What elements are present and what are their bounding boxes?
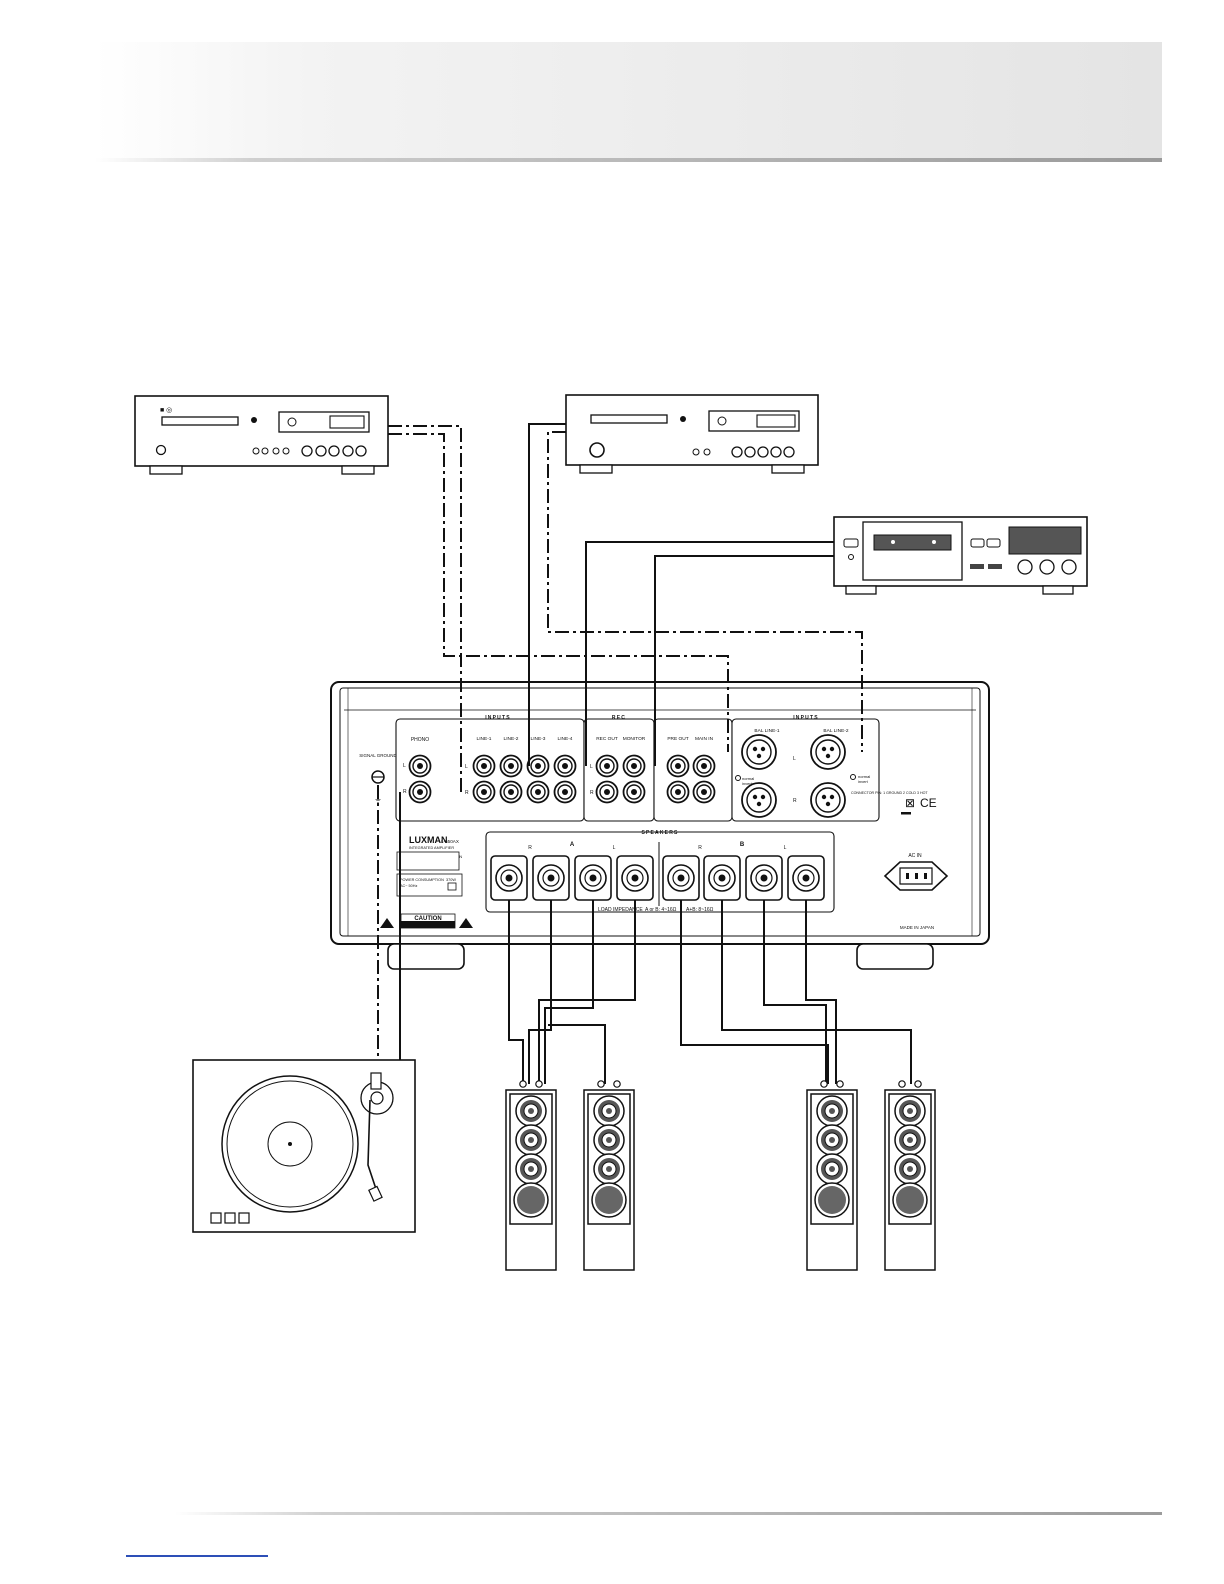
phono-jack-r	[408, 780, 432, 804]
model-number: L-550AX	[441, 839, 459, 844]
bal-2-normal-label: normal	[858, 774, 870, 779]
speaker-b-right	[806, 1080, 858, 1271]
line-4-jack-l	[553, 754, 577, 778]
cd-player-center	[565, 394, 819, 474]
bal-2-invert-label: invert	[858, 779, 869, 784]
pre-out-jack-l	[666, 754, 690, 778]
rec-out-jack-l	[595, 754, 619, 778]
inputs-label-right: INPUTS	[793, 715, 819, 721]
integrated-amplifier-rear-panel: SIGNAL GROUND ⏚ PHONO INPUTS REC INPUTS …	[330, 681, 990, 970]
speaker-terminal-a-l-minus	[574, 855, 612, 901]
phono-channel-r: R	[403, 789, 407, 795]
line-channel-r: R	[465, 790, 469, 796]
speaker-terminal-b-l-minus	[745, 855, 783, 901]
bal-1-invert-label: invert	[742, 781, 753, 786]
main-in-label: MAIN IN	[695, 736, 714, 742]
rec-out-jack-r	[595, 780, 619, 804]
load-impedance-label: LOAD IMPEDANCE	[598, 907, 643, 913]
line-4-jack-r	[553, 780, 577, 804]
speaker-terminal-a-r-minus	[532, 855, 570, 901]
inputs-label-left: INPUTS	[485, 715, 511, 721]
line-2-jack-r	[499, 780, 523, 804]
bal-line-1-xlr-l	[741, 734, 777, 770]
page-header-band	[95, 42, 1162, 160]
header-rule	[95, 158, 1162, 162]
weee-bin-icon: ⊠	[905, 796, 915, 810]
bal-line-1-label: BAL LINE-1	[754, 728, 779, 734]
line-1-label: LINE-1	[477, 736, 492, 742]
monitor-label: MONITOR	[623, 736, 646, 742]
rec-out-label: REC OUT	[596, 736, 618, 742]
monitor-jack-l	[622, 754, 646, 778]
pre-out-jack-r	[666, 780, 690, 804]
phono-label: PHONO	[411, 737, 429, 743]
bal-line-2-label: BAL LINE-2	[823, 728, 848, 734]
bal-line-2-xlr-l	[810, 734, 846, 770]
footer-link-underline[interactable]	[126, 1555, 268, 1557]
line-1-jack-l	[472, 754, 496, 778]
bal-line-1-xlr-r	[741, 782, 777, 818]
svg-text:■ ◎: ■ ◎	[160, 407, 172, 414]
speaker-b-r-label: R	[698, 845, 702, 851]
cassette-deck	[833, 516, 1088, 595]
line-3-jack-l	[526, 754, 550, 778]
pre-out-label: PRE OUT	[667, 736, 688, 742]
speaker-a-r-label: R	[528, 845, 532, 851]
bal-line-2-xlr-r	[810, 782, 846, 818]
speaker-a-left	[583, 1080, 635, 1271]
bal-channel-l: L	[793, 756, 796, 762]
footer-rule	[175, 1512, 1162, 1515]
made-in-label: MADE IN JAPAN	[900, 925, 934, 930]
line-4-label: LINE-4	[558, 736, 573, 742]
rec-channel-l: L	[590, 764, 593, 770]
speakers-label: SPEAKERS	[641, 830, 678, 836]
load-impedance-a-plus-b: A+B: 8~16Ω	[686, 907, 714, 913]
cables	[377, 423, 912, 1084]
turntable	[192, 1059, 416, 1233]
line-2-label: LINE-2	[504, 736, 519, 742]
power-rating: AC~ 50Hz	[400, 884, 418, 888]
speaker-terminal-b-r-plus	[662, 855, 700, 901]
power-consumption-label: POWER CONSUMPTION	[400, 878, 444, 882]
speaker-terminal-a-l-plus	[616, 855, 654, 901]
speaker-group-b-label: B	[740, 842, 745, 848]
speaker-terminal-b-r-minus	[703, 855, 741, 901]
signal-ground-label: SIGNAL GROUND	[359, 753, 397, 758]
ground-symbol-icon: ⏚	[374, 795, 382, 804]
caution-label: CAUTION	[414, 916, 441, 922]
speaker-b-left	[884, 1080, 936, 1271]
cd-player-left: ■ ◎	[134, 395, 389, 475]
monitor-jack-r	[622, 780, 646, 804]
bal-channel-r: R	[793, 798, 797, 804]
brand-logo: LUXMAN	[409, 835, 448, 845]
rec-label: REC	[612, 715, 626, 721]
phono-jack-l	[408, 754, 432, 778]
line-3-label: LINE-3	[531, 736, 546, 742]
line-channel-l: L	[465, 764, 468, 770]
power-consumption-value: 370W	[446, 878, 456, 882]
speaker-a-right	[505, 1080, 557, 1271]
phono-channel-l: L	[403, 763, 406, 769]
speaker-group-a-label: A	[570, 842, 575, 848]
main-in-jack-r	[692, 780, 716, 804]
ac-in-label: AC IN	[908, 853, 922, 859]
bal-1-normal-label: normal	[742, 776, 754, 781]
ce-mark: CE	[920, 796, 937, 810]
connector-pin-note: CONNECTOR PIN: 1 GROUND 2 COLD 3 HOT	[851, 791, 928, 795]
main-in-jack-l	[692, 754, 716, 778]
rec-channel-r: R	[590, 790, 594, 796]
load-impedance-a-or-b: A or B: 4~16Ω	[645, 907, 677, 913]
line-3-jack-r	[526, 780, 550, 804]
speaker-a-l-label: L	[613, 845, 616, 851]
line-2-jack-l	[499, 754, 523, 778]
speaker-terminal-b-l-plus	[787, 855, 825, 901]
speaker-b-l-label: L	[784, 845, 787, 851]
speaker-terminal-a-r-plus	[490, 855, 528, 901]
model-subtitle: INTEGRATED AMPLIFIER	[409, 846, 454, 850]
line-1-jack-r	[472, 780, 496, 804]
